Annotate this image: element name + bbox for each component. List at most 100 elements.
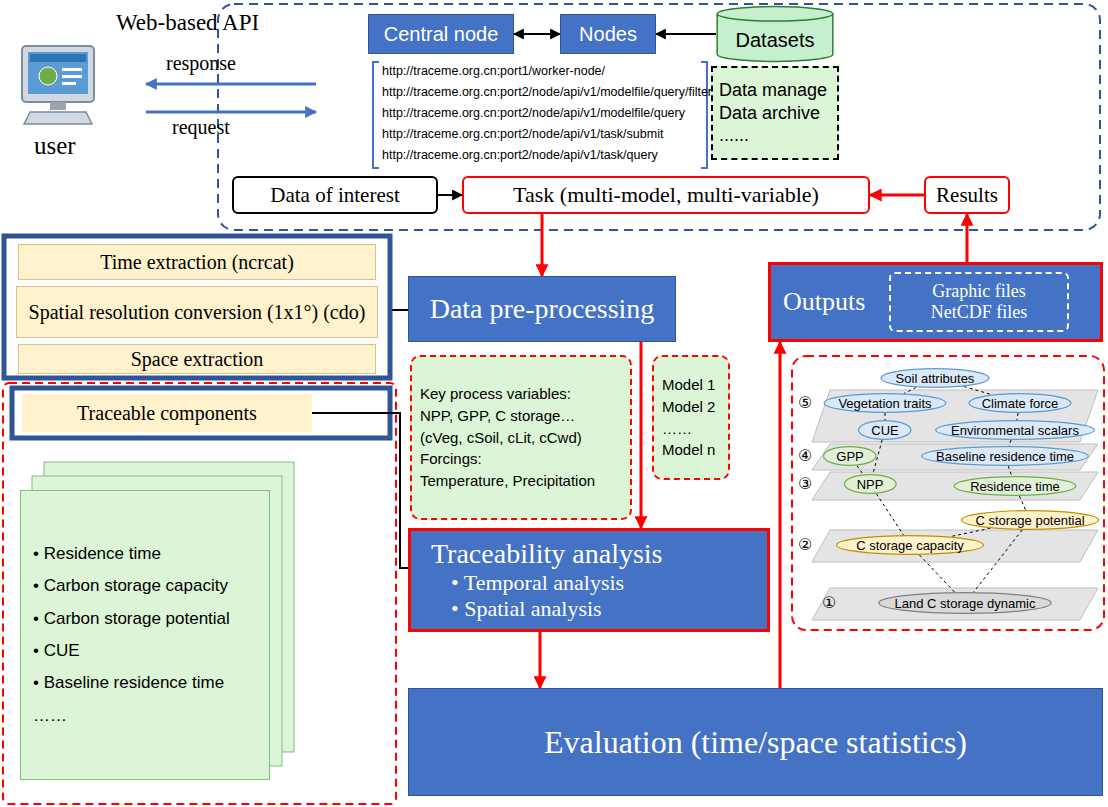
flow-arrow bbox=[640, 342, 643, 528]
database-cylinder: Datasets bbox=[716, 6, 834, 62]
factor-ellipse: Soil attributes bbox=[880, 368, 990, 388]
ellipse-shape bbox=[824, 447, 876, 466]
flow-arrow bbox=[539, 632, 542, 688]
outputs-box: Outputs Graphic filesNetCDF files bbox=[768, 262, 1103, 342]
node-line: Forcings: bbox=[420, 448, 482, 470]
callout-number: ⑤ bbox=[798, 393, 812, 412]
node-label: Time extraction (ncrcat) bbox=[100, 251, 294, 274]
server-box: Nodes bbox=[560, 14, 656, 54]
api-url: http://traceme.org.cn:port1/worker-node/ bbox=[382, 64, 605, 78]
node-label: Environmental scalars bbox=[951, 423, 1079, 438]
node-line: Model n bbox=[662, 439, 715, 461]
factor-ellipse: GPP bbox=[823, 446, 876, 466]
node-label: Baseline residence time bbox=[936, 449, 1074, 464]
node-label: Nodes bbox=[579, 23, 637, 46]
monitor-stand bbox=[50, 102, 66, 110]
factor-ellipse: Baseline residence time bbox=[920, 446, 1090, 466]
node-line: NetCDF files bbox=[931, 302, 1028, 323]
ellipse-shape bbox=[922, 447, 1089, 466]
node-label: Outputs bbox=[783, 287, 865, 317]
node-line: • Carbon storage capacity bbox=[33, 570, 228, 602]
node-line: Data archive bbox=[719, 102, 820, 125]
server-box: Central node bbox=[368, 14, 514, 54]
node-label: Evaluation (time/space statistics) bbox=[544, 724, 967, 761]
node-line: • Temporal analysis bbox=[451, 570, 624, 596]
layer-sheet bbox=[812, 444, 1098, 470]
flow-arrow bbox=[312, 413, 408, 568]
ellipse-shape bbox=[969, 394, 1071, 413]
node-label: Data of interest bbox=[270, 183, 399, 208]
node-label: Data manage bbox=[719, 79, 827, 102]
variables-box: Key process variables:NPP, GPP, C storag… bbox=[410, 355, 632, 520]
ellipse-shape bbox=[881, 369, 989, 388]
node-line: • Spatial analysis bbox=[451, 596, 602, 622]
layer-sheets bbox=[812, 390, 1098, 620]
factor-ellipse: C storage potential bbox=[960, 510, 1100, 530]
node-label: • Residence time bbox=[33, 538, 161, 570]
output-files-box: Graphic filesNetCDF files bbox=[889, 272, 1069, 332]
node-label: C storage potential bbox=[975, 513, 1084, 528]
monitor-screen bbox=[28, 52, 88, 94]
node-line: ...... bbox=[719, 124, 749, 147]
analysis-box: Traceability analysis• Temporal analysis… bbox=[408, 528, 770, 632]
node-label: Traceability analysis bbox=[431, 538, 662, 570]
api-url: http://traceme.org.cn:port2/node/api/v1/… bbox=[382, 85, 712, 99]
request-arrow bbox=[146, 111, 316, 114]
dashed-link bbox=[1009, 440, 1011, 446]
user-computer-icon bbox=[22, 46, 94, 124]
component-box: Traceable components bbox=[22, 394, 312, 432]
dashed-link bbox=[919, 555, 954, 592]
node-line: • Baseline residence time bbox=[33, 667, 224, 699]
node-label: Key process variables: bbox=[420, 383, 571, 405]
factor-ellipse: Environmental scalars bbox=[934, 420, 1096, 440]
api-title: Web-based API bbox=[116, 10, 259, 36]
response-arrow bbox=[146, 83, 316, 86]
node-line: • CUE bbox=[33, 635, 80, 667]
node-label: Spatial resolution conversion (1x1°) (cd… bbox=[29, 301, 366, 324]
step-box: Time extraction (ncrcat) bbox=[18, 244, 376, 280]
layer-sheet bbox=[812, 390, 1098, 442]
dashed-link bbox=[974, 530, 1023, 592]
models-box: Model 1Model 2……Model n bbox=[652, 355, 730, 480]
flow-arrow bbox=[541, 214, 544, 276]
screen-line bbox=[62, 75, 82, 78]
arrow-label: request bbox=[172, 116, 230, 139]
node-label: NPP bbox=[857, 477, 884, 492]
ellipse-shape bbox=[859, 421, 911, 440]
node-line: NPP, GPP, C storage… bbox=[420, 405, 575, 427]
results-box: Results bbox=[924, 176, 1010, 214]
api-url: http://traceme.org.cn:port2/node/api/v1/… bbox=[382, 148, 658, 162]
dashed-link bbox=[904, 387, 916, 393]
flow-arrow bbox=[656, 33, 716, 35]
ellipse-shape bbox=[961, 511, 1098, 530]
node-label: Datasets bbox=[736, 29, 815, 52]
layer-sheet bbox=[812, 472, 1098, 500]
ellipse-shape bbox=[837, 536, 984, 555]
process-box: Data pre-processing bbox=[408, 276, 676, 342]
screen-line bbox=[62, 68, 82, 71]
callout-number: ④ bbox=[798, 446, 812, 465]
step-box: Space extraction bbox=[18, 344, 376, 374]
url-bracket bbox=[373, 62, 379, 168]
dashed-link bbox=[876, 494, 903, 535]
panel-connector bbox=[392, 309, 408, 311]
factor-ellipse: NPP bbox=[844, 474, 897, 494]
node-label: Soil attributes bbox=[896, 371, 975, 386]
factor-ellipse: Land C storage dynamic bbox=[877, 592, 1053, 614]
api-url: http://traceme.org.cn:port2/node/api/v1/… bbox=[382, 106, 685, 120]
node-line: Temperature, Precipitation bbox=[420, 470, 595, 492]
node-label: CUE bbox=[871, 423, 898, 438]
screen-line bbox=[62, 82, 76, 85]
flow-arrow bbox=[779, 342, 782, 688]
node-label: Results bbox=[936, 183, 998, 208]
monitor-frame bbox=[22, 46, 94, 102]
callout-number: ② bbox=[798, 535, 812, 554]
globe-symbol bbox=[39, 67, 57, 85]
arrow-label: response bbox=[166, 52, 236, 75]
preprocessing-panel bbox=[4, 236, 390, 378]
cylinder-body bbox=[717, 7, 833, 62]
step-box: Spatial resolution conversion (1x1°) (cd… bbox=[16, 286, 378, 338]
dashed-link bbox=[857, 466, 863, 475]
user-label: user bbox=[34, 132, 76, 160]
screen-bar bbox=[30, 54, 86, 62]
